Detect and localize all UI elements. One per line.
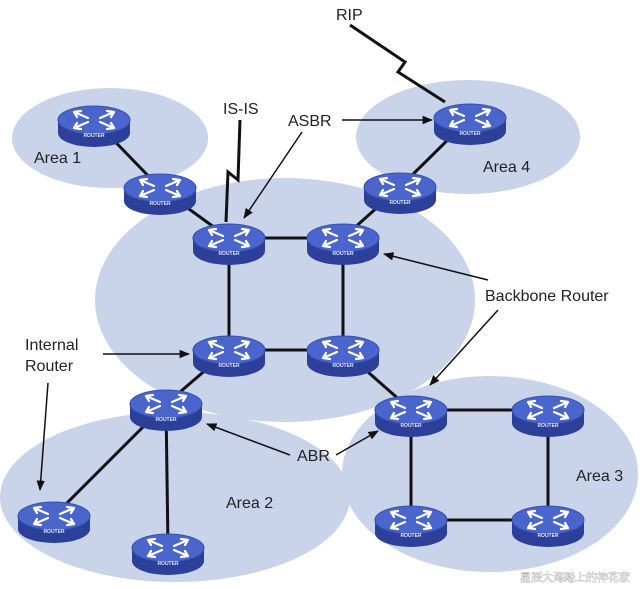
router-icon: ROUTER bbox=[57, 105, 131, 147]
area-2 bbox=[0, 412, 350, 582]
abr-arrow-area2 bbox=[206, 423, 291, 456]
router-icon: ROUTER bbox=[17, 501, 91, 543]
router-icon: ROUTER bbox=[192, 335, 266, 377]
internal-router-label-line1: Internal bbox=[25, 337, 78, 354]
router-badge: ROUTER bbox=[332, 251, 354, 257]
asbr-label: ASBR bbox=[288, 113, 332, 130]
router-icon: ROUTER bbox=[511, 395, 585, 437]
area-shapes bbox=[0, 80, 638, 582]
router-badge: ROUTER bbox=[537, 423, 559, 429]
internal-router-arrow-2 bbox=[36, 382, 49, 492]
router-badge: ROUTER bbox=[43, 529, 65, 535]
router-badge: ROUTER bbox=[149, 201, 171, 207]
external-links bbox=[224, 23, 446, 223]
routers: ROUTER ROUTER ROUTER ROUTER ROUTER ROUTER ROUT… bbox=[17, 103, 585, 575]
backbone-router-arrow-2 bbox=[429, 309, 499, 386]
router-badge: ROUTER bbox=[332, 363, 354, 369]
area-4-label: Area 4 bbox=[483, 159, 530, 176]
router-badge: ROUTER bbox=[83, 133, 105, 139]
router-icon: ROUTER bbox=[433, 103, 507, 145]
rip-link bbox=[349, 23, 446, 104]
router-icon: ROUTER bbox=[374, 395, 448, 437]
router-badge: ROUTER bbox=[389, 200, 411, 206]
abr-label: ABR bbox=[297, 448, 330, 465]
backbone-router-arrow bbox=[382, 252, 489, 281]
router-badge: ROUTER bbox=[459, 131, 481, 137]
router-icon: ROUTER bbox=[192, 223, 266, 265]
internal-router-label-line2: Router bbox=[25, 358, 74, 375]
abr-arrow-area3 bbox=[335, 430, 379, 456]
router-icon: ROUTER bbox=[123, 173, 197, 215]
router-icon: ROUTER bbox=[363, 172, 437, 214]
router-badge: ROUTER bbox=[400, 533, 422, 539]
router-badge: ROUTER bbox=[157, 561, 179, 567]
router-icon: ROUTER bbox=[306, 335, 380, 377]
area-1-label: Area 1 bbox=[34, 150, 81, 167]
area-3-label: Area 3 bbox=[576, 468, 623, 485]
isis-label: IS-IS bbox=[223, 101, 259, 118]
router-badge: ROUTER bbox=[218, 363, 240, 369]
area-2-label: Area 2 bbox=[226, 495, 273, 512]
router-icon: ROUTER bbox=[511, 505, 585, 547]
area-backbone bbox=[95, 178, 475, 422]
router-icon: ROUTER bbox=[374, 505, 448, 547]
router-badge: ROUTER bbox=[400, 423, 422, 429]
watermark: 星辰大海踏上的神花家 bbox=[520, 570, 630, 584]
rip-label: RIP bbox=[336, 7, 363, 24]
labels: RIP IS-IS ASBR Area 1 Area 4 Backbone Ro… bbox=[25, 7, 630, 584]
router-badge: ROUTER bbox=[537, 533, 559, 539]
router-icon: ROUTER bbox=[306, 223, 380, 265]
isis-link bbox=[224, 119, 242, 223]
router-icon: ROUTER bbox=[129, 389, 203, 431]
router-icon: ROUTER bbox=[131, 533, 205, 575]
pointer-arrows bbox=[36, 115, 499, 492]
backbone-router-label: Backbone Router bbox=[485, 288, 609, 305]
asbr-arrow-backbone bbox=[243, 131, 303, 219]
router-badge: ROUTER bbox=[155, 417, 177, 423]
router-badge: ROUTER bbox=[218, 251, 240, 257]
